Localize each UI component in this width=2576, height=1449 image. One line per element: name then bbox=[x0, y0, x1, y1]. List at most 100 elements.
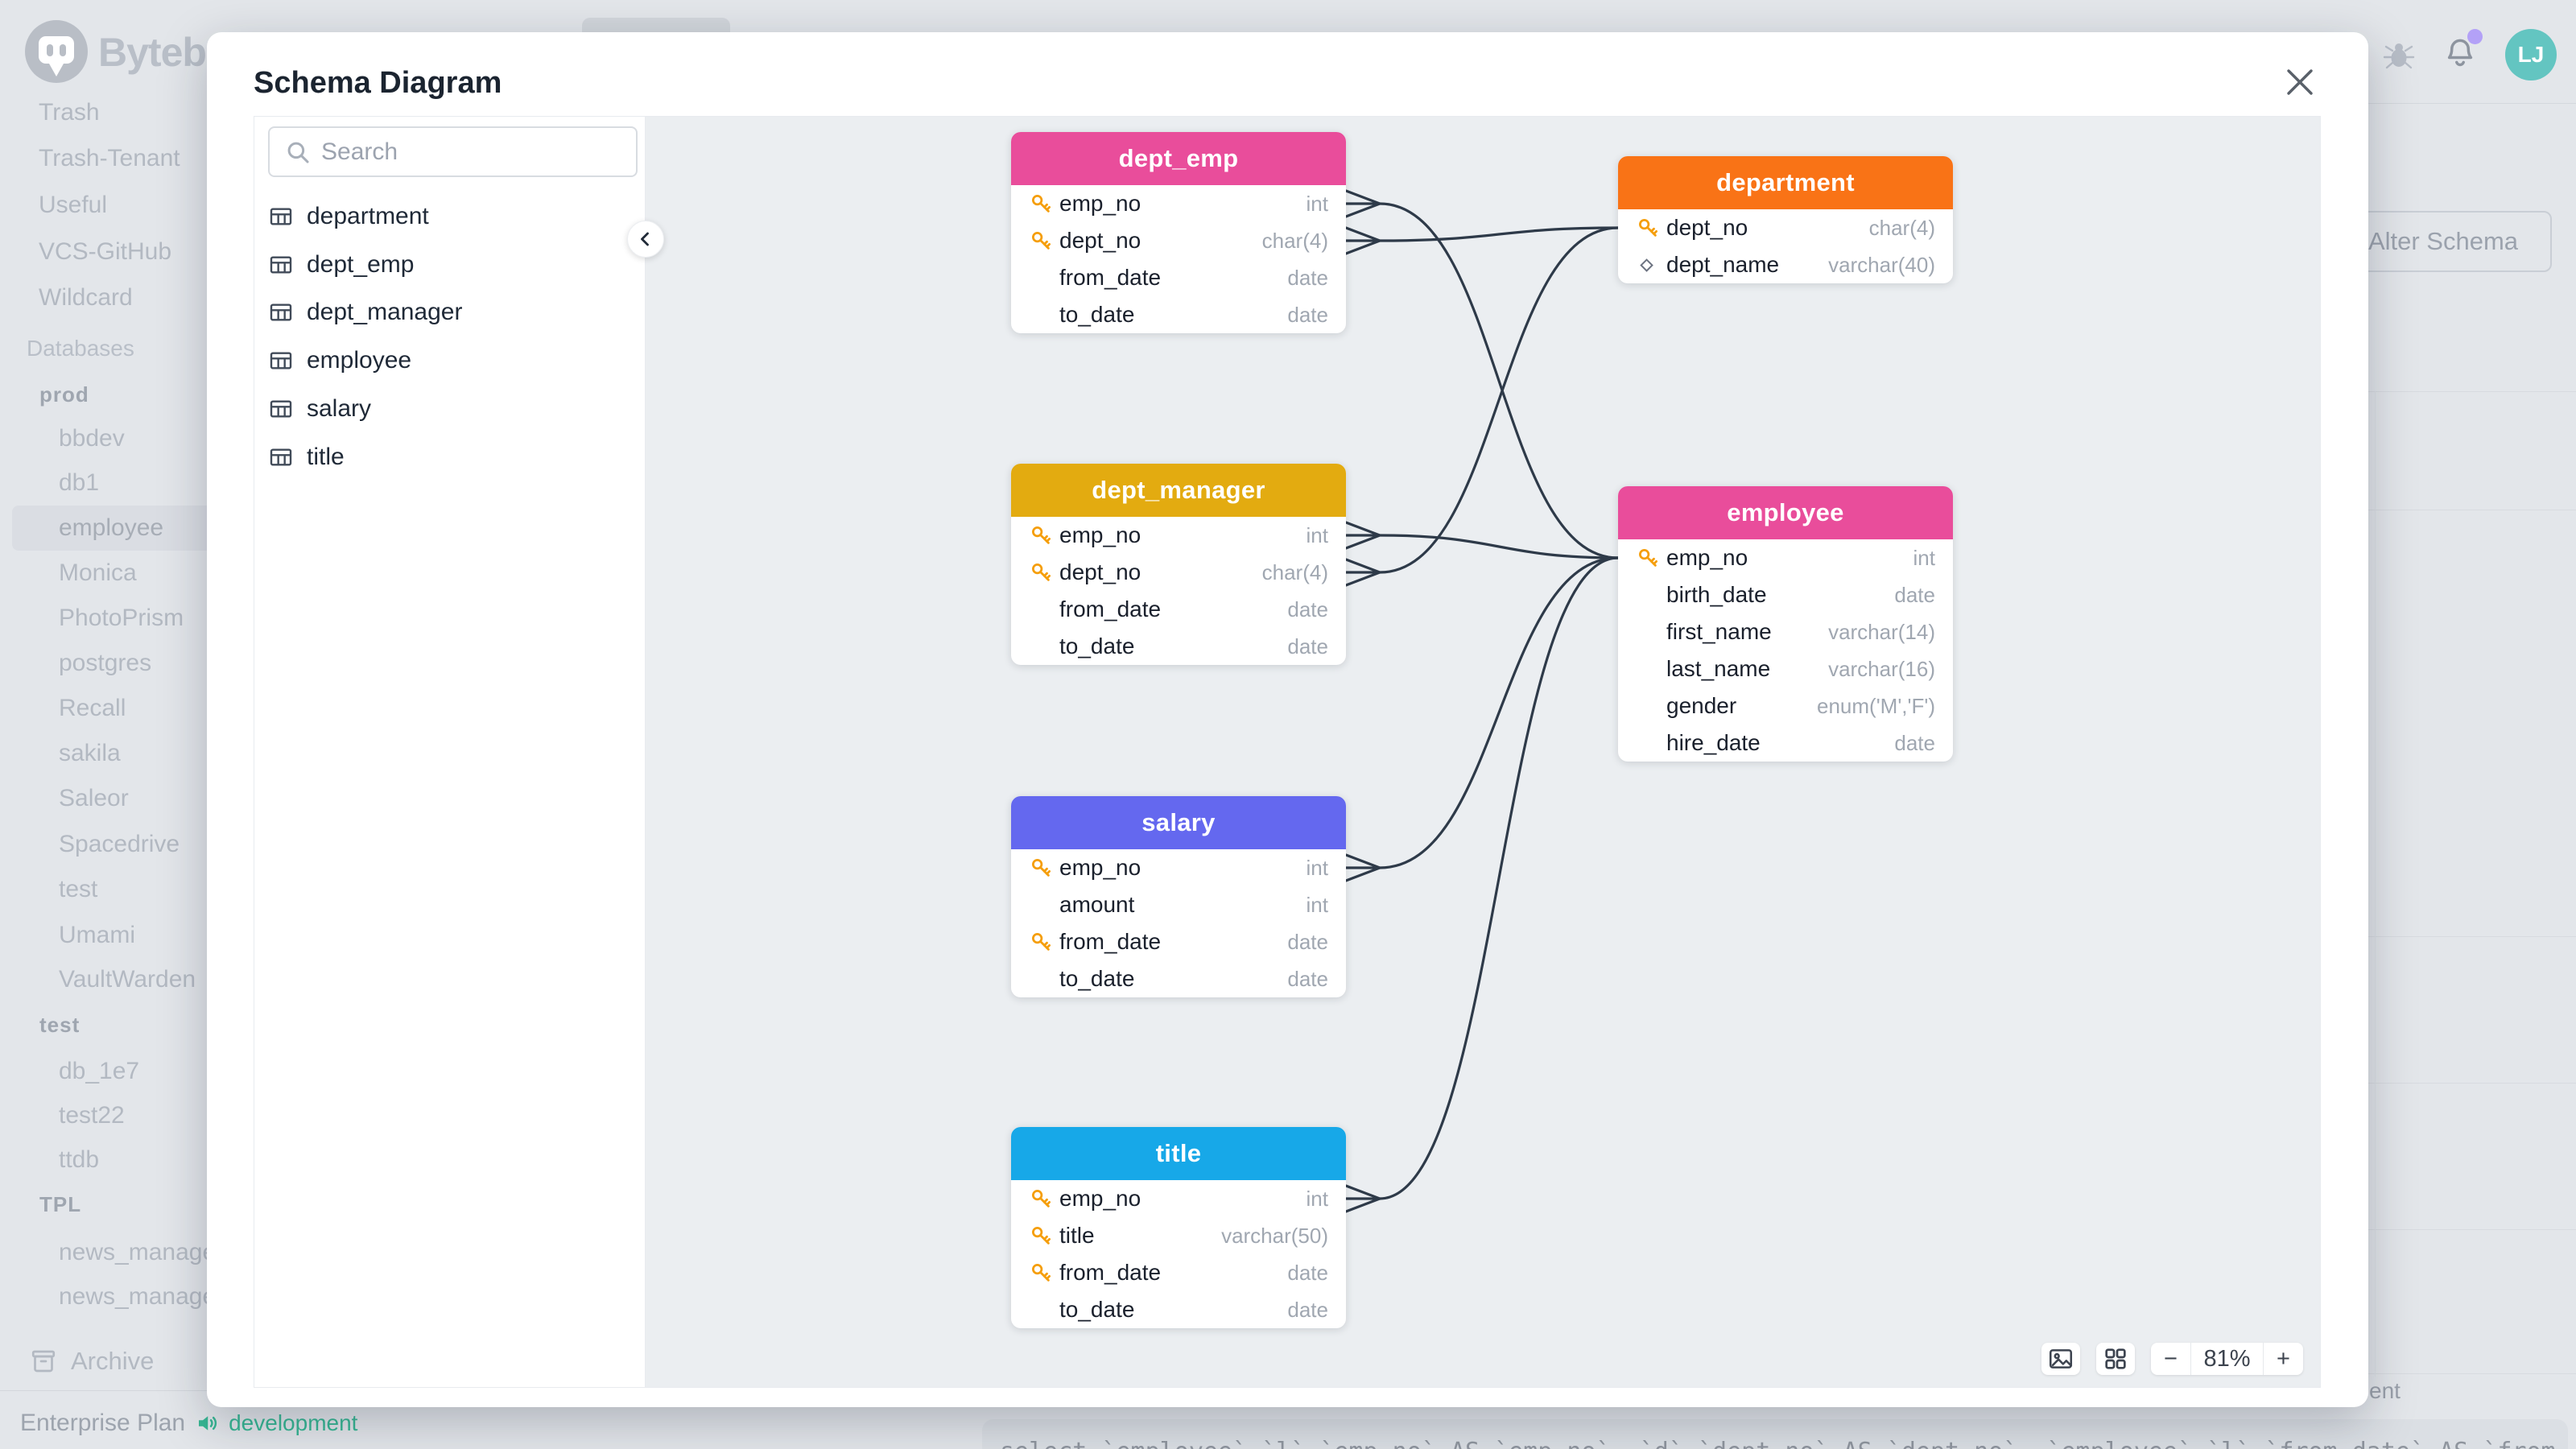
zoom-level: 81% bbox=[2190, 1343, 2263, 1375]
sidebar-item-recall[interactable]: Recall bbox=[59, 695, 126, 721]
sidebar-item-databases: Databases bbox=[27, 336, 134, 361]
plan-label: Enterprise Plan bbox=[20, 1410, 186, 1436]
field-name: to_date bbox=[1059, 966, 1135, 991]
field-name: emp_no bbox=[1059, 1186, 1141, 1211]
primary-key-icon bbox=[1032, 1190, 1051, 1208]
background-line bbox=[2368, 936, 2576, 937]
field-name: dept_no bbox=[1059, 228, 1141, 253]
table-card-title: salary bbox=[1011, 796, 1346, 849]
collapse-panel-button[interactable] bbox=[627, 221, 664, 258]
field-type: date bbox=[1287, 265, 1328, 290]
sidebar-item-spacedrive[interactable]: Spacedrive bbox=[59, 831, 180, 857]
field-type: date bbox=[1287, 1297, 1328, 1322]
sidebar-item-ttdb[interactable]: ttdb bbox=[59, 1146, 100, 1173]
sidebar-item-news-manage[interactable]: news_manage bbox=[59, 1283, 217, 1310]
sidebar-item-photoprism[interactable]: PhotoPrism bbox=[59, 605, 184, 631]
sidebar-item-vaultwarden[interactable]: VaultWarden bbox=[59, 966, 196, 993]
sidebar-item-useful[interactable]: Useful bbox=[39, 192, 108, 218]
field-name: gender bbox=[1666, 693, 1737, 718]
table-card-title: title bbox=[1011, 1127, 1346, 1180]
table-icon bbox=[270, 208, 292, 225]
export-image-button[interactable] bbox=[2041, 1343, 2080, 1375]
notification-bell-icon[interactable] bbox=[2442, 35, 2478, 71]
sidebar-item-news-manage[interactable]: news_manage bbox=[59, 1239, 217, 1265]
sql-query-text: select `employee`.`l`.`emp_no` AS `emp_n… bbox=[1000, 1438, 2568, 1449]
zoom-out-button[interactable]: − bbox=[2164, 1345, 2178, 1372]
sidebar-item-vcs-github[interactable]: VCS-GitHub bbox=[39, 238, 172, 265]
primary-key-icon bbox=[1032, 1264, 1051, 1282]
sidebar-item-sakila[interactable]: sakila bbox=[59, 740, 121, 766]
bug-icon[interactable] bbox=[2383, 40, 2415, 69]
primary-key-icon bbox=[1032, 1227, 1051, 1245]
field-name: to_date bbox=[1059, 634, 1135, 658]
avatar[interactable]: LJ bbox=[2505, 29, 2557, 80]
field-type: varchar(50) bbox=[1221, 1223, 1328, 1248]
table-list-item-salary[interactable]: salary bbox=[268, 389, 371, 429]
field-name: dept_no bbox=[1059, 559, 1141, 584]
table-list-item-dept_emp[interactable]: dept_emp bbox=[268, 245, 414, 285]
close-icon[interactable] bbox=[2282, 64, 2318, 100]
alter-schema-label: Alter Schema bbox=[2368, 227, 2519, 255]
zoom-in-button[interactable]: + bbox=[2263, 1343, 2303, 1375]
zoom-control: − 81% + bbox=[2151, 1343, 2303, 1375]
auto-layout-button[interactable] bbox=[2096, 1343, 2135, 1375]
sidebar-item-archive[interactable]: Archive bbox=[29, 1339, 154, 1384]
field-type: varchar(14) bbox=[1828, 619, 1935, 644]
search-icon bbox=[287, 142, 309, 163]
archive-label: Archive bbox=[71, 1347, 155, 1375]
field-row-first_name: first_name varchar(14) bbox=[1618, 613, 1953, 650]
field-type: int bbox=[1913, 545, 1935, 570]
notification-dot bbox=[2467, 28, 2483, 44]
field-type: varchar(40) bbox=[1828, 252, 1935, 277]
sidebar-item-postgres[interactable]: postgres bbox=[59, 650, 152, 676]
cut-text-fragment: ent bbox=[2369, 1378, 2401, 1403]
table-list-item-department[interactable]: department bbox=[268, 196, 429, 237]
sidebar-item-wildcard[interactable]: Wildcard bbox=[39, 284, 133, 311]
field-name: first_name bbox=[1666, 619, 1772, 644]
sidebar-item-trash[interactable]: Trash bbox=[39, 99, 100, 126]
sidebar-item-db1[interactable]: db1 bbox=[59, 469, 100, 496]
field-name: last_name bbox=[1666, 656, 1771, 681]
field-name: hire_date bbox=[1666, 730, 1761, 755]
sidebar-item-bbdev[interactable]: bbdev bbox=[59, 425, 125, 452]
search-input[interactable] bbox=[321, 138, 611, 166]
sidebar-item-umami[interactable]: Umami bbox=[59, 922, 135, 948]
table-list-item-title[interactable]: title bbox=[268, 437, 345, 477]
table-list-item-employee[interactable]: employee bbox=[268, 341, 411, 381]
table-list-item-dept_manager[interactable]: dept_manager bbox=[268, 292, 462, 332]
table-icon bbox=[270, 448, 292, 466]
table-icon bbox=[270, 303, 292, 321]
sidebar-item-db-1e7[interactable]: db_1e7 bbox=[59, 1058, 140, 1084]
table-list-label: department bbox=[307, 203, 429, 229]
plan-row: Enterprise Plan development bbox=[20, 1402, 357, 1444]
primary-key-icon bbox=[1032, 564, 1051, 581]
background-line bbox=[2375, 391, 2376, 1377]
field-type: char(4) bbox=[1868, 215, 1935, 240]
sidebar-item-trash-tenant[interactable]: Trash-Tenant bbox=[39, 145, 180, 171]
sidebar-item-test[interactable]: test bbox=[59, 876, 98, 902]
table-list-label: dept_emp bbox=[307, 251, 415, 278]
sidebar-item-saleor[interactable]: Saleor bbox=[59, 785, 129, 811]
field-type: int bbox=[1306, 892, 1328, 917]
field-name: emp_no bbox=[1059, 522, 1141, 547]
primary-key-icon bbox=[1032, 232, 1051, 250]
sidebar-item-test22[interactable]: test22 bbox=[59, 1102, 125, 1129]
table-list-label: employee bbox=[307, 347, 412, 374]
background-line bbox=[2368, 1373, 2576, 1374]
sidebar-item-monica[interactable]: Monica bbox=[59, 559, 137, 586]
archive-icon bbox=[31, 1350, 56, 1373]
